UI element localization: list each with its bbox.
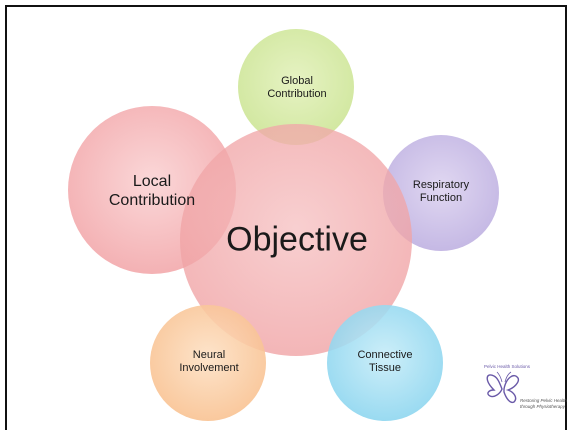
node-respiratory-circle <box>383 135 499 251</box>
center-objective-circle <box>180 124 412 356</box>
node-connective-line1: Connective <box>357 348 413 361</box>
node-neural-line1: Neural <box>192 348 226 361</box>
butterfly-icon <box>486 371 520 404</box>
node-respiratory-label: Respiratory Function <box>413 179 469 205</box>
node-neural-circle <box>150 305 266 421</box>
node-global-line1: Global <box>281 74 313 87</box>
brand-logo: Pelvic Health Solutions Restoring Pelvic… <box>480 362 567 414</box>
logo-title: Pelvic Health Solutions <box>484 364 531 369</box>
node-neural-line2: Involvement <box>179 362 239 374</box>
node-respiratory-line1: Respiratory <box>412 178 470 191</box>
logo-tagline-1: Restoring Pelvic Health <box>520 398 567 403</box>
logo-tagline-2: through Physiotherapy <box>520 404 566 409</box>
node-local-line2: Contribution <box>108 192 196 209</box>
node-global-label: Global Contribution <box>267 75 326 101</box>
slide-frame <box>5 5 567 430</box>
node-respiratory-line2: Function <box>419 192 463 204</box>
node-local-line1: Local <box>132 172 172 190</box>
node-connective-circle <box>327 305 443 421</box>
node-connective-label: Connective Tissue <box>357 349 412 375</box>
node-global-circle <box>238 29 354 145</box>
node-connective-line2: Tissue <box>368 362 401 374</box>
center-objective-label: Objective <box>226 220 368 259</box>
node-neural-label: Neural Involvement <box>179 349 238 375</box>
node-local-label: Local Contribution <box>109 172 195 210</box>
node-global-line2: Contribution <box>267 88 327 100</box>
